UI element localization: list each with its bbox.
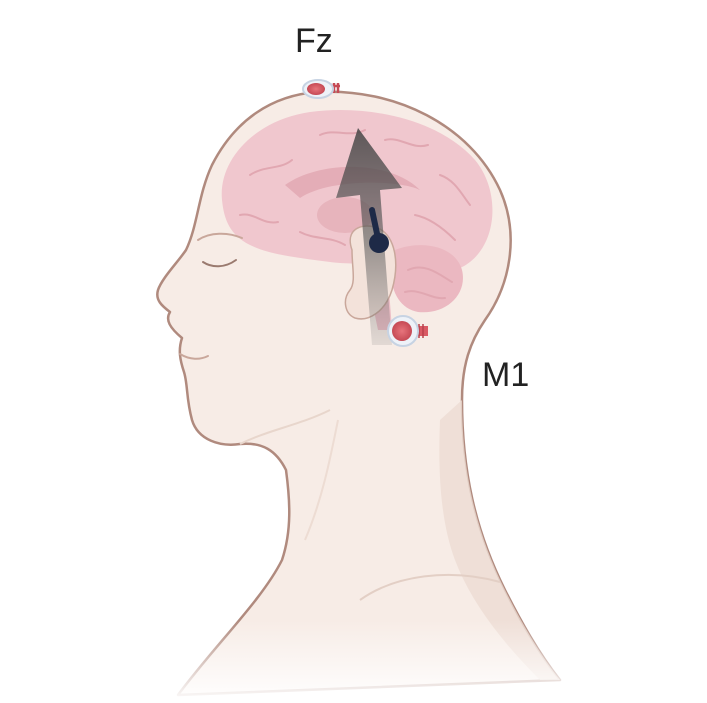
mouth <box>179 353 209 360</box>
fz-electrode <box>302 79 340 99</box>
m1-label: M1 <box>482 356 530 394</box>
cerebellum <box>391 245 463 313</box>
fz-electrode-pad <box>307 83 325 95</box>
eye <box>202 259 237 268</box>
gyri-lines <box>239 129 471 300</box>
eyebrow <box>197 232 243 241</box>
m1-electrode <box>387 315 428 347</box>
dipole-source-dot <box>369 233 389 253</box>
thalamus <box>317 197 373 233</box>
fz-label: Fz <box>295 22 333 60</box>
jaw-line <box>239 409 331 445</box>
bottom-fade <box>0 620 707 703</box>
dipole-arrow <box>336 128 402 345</box>
shoulder-line <box>359 573 501 601</box>
m1-electrode-pad <box>392 321 412 341</box>
neck-front-line <box>304 419 339 541</box>
